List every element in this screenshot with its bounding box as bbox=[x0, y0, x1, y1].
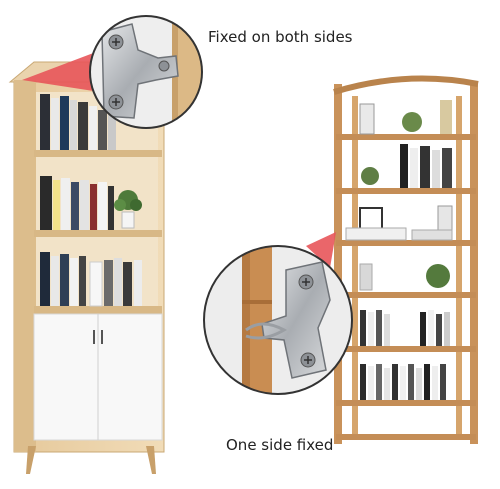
right-bamboo-shelf bbox=[306, 75, 479, 444]
plant-decoration bbox=[114, 190, 142, 229]
books-shelf-2 bbox=[40, 176, 114, 230]
pointer-bottom bbox=[306, 232, 336, 268]
shelf-items bbox=[345, 100, 453, 400]
caption-one-side-fixed: One side fixed bbox=[226, 436, 334, 454]
magnifier-top bbox=[89, 15, 203, 129]
magnifier-bottom bbox=[203, 245, 353, 395]
caption-fixed-both-sides: Fixed on both sides bbox=[208, 28, 353, 46]
bracket-one-side-zoom bbox=[245, 261, 331, 379]
pointer-top bbox=[22, 52, 100, 92]
books-shelf-3 bbox=[40, 252, 142, 307]
bracket-two-sides-zoom bbox=[101, 23, 179, 119]
books-shelf-1 bbox=[40, 94, 116, 150]
